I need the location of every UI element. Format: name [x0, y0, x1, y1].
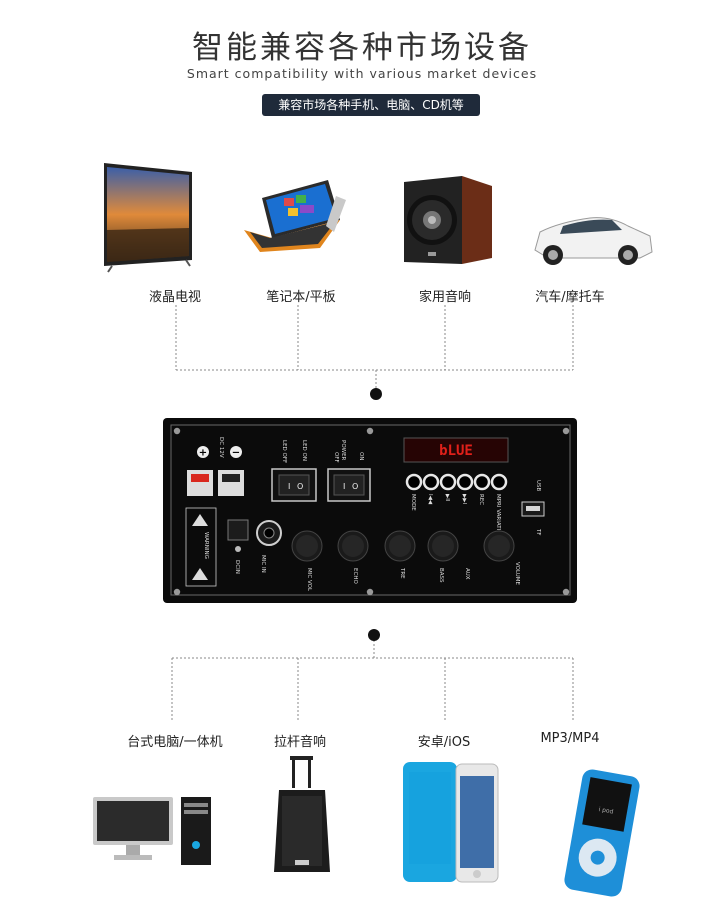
switch-label-on: ON [358, 452, 364, 460]
device-label-phone: 安卓/iOS [417, 735, 471, 750]
knob-label-aux: AUX [464, 568, 470, 580]
svg-text:+: + [199, 448, 207, 459]
desktop-pc-icon [93, 797, 211, 865]
mode-button[interactable] [405, 473, 423, 491]
device-label-car: 汽车/摩托车 [535, 290, 605, 305]
mic-in-label: MIC IN [260, 555, 266, 573]
switch-label-led-off: LED OFF [281, 440, 287, 463]
smartphone-icon [403, 762, 499, 883]
screw-icon [562, 427, 570, 435]
bottom-junction-dot [368, 629, 380, 641]
knobs [291, 530, 515, 562]
button-label-mode: MODE [410, 494, 416, 511]
led-display-text: bLUE [439, 443, 473, 459]
laptop-icon [244, 180, 346, 252]
screw-icon [173, 588, 181, 596]
mic-vol-knob[interactable] [291, 530, 323, 562]
variation-button[interactable] [490, 473, 508, 491]
svg-text:I: I [288, 482, 290, 491]
next-button[interactable] [456, 473, 474, 491]
power-label: DC 12V [218, 437, 224, 458]
knob-label-echo: ECHO [352, 568, 358, 584]
screw-icon [366, 427, 374, 435]
device-label-laptop: 笔记本/平板 [266, 290, 336, 305]
bottom-connector-lines [171, 640, 574, 720]
device-label-desktop: 台式电脑/一体机 [127, 735, 223, 750]
knob-label-tre: TRE [399, 567, 405, 579]
prev-button[interactable] [422, 473, 440, 491]
device-label-tv: 液晶电视 [148, 290, 201, 305]
top-junction-dot [370, 388, 382, 400]
knob-label-bass: BASS [438, 568, 444, 583]
page-subtitle: Smart compatibility with various market … [186, 66, 538, 81]
device-label-speaker: 家用音响 [418, 290, 471, 305]
dc-input-jack [227, 519, 249, 541]
screw-icon [173, 427, 181, 435]
play-pause-button[interactable] [439, 473, 457, 491]
tf-label: TF [535, 528, 541, 536]
knob-label-volume: VOLUME [514, 562, 520, 586]
echo-knob[interactable] [337, 530, 369, 562]
minus-terminal-icon [230, 446, 242, 458]
button-label-variation: MPRI VARIATION [495, 494, 501, 539]
compatibility-badge: 兼容市场各种手机、电脑、CD机等 [262, 94, 480, 116]
dcin-label: DCIN [234, 560, 240, 574]
button-label-prev: I◀◀ [427, 494, 433, 505]
speaker-icon [404, 176, 492, 264]
car-icon [534, 217, 653, 265]
plus-terminal-icon [197, 446, 209, 458]
lcd-tv-icon [104, 163, 192, 273]
switch-label-off: OFF [333, 452, 339, 463]
page-title: 智能兼容各种市场设备 [192, 30, 532, 66]
switch-label-led-on: LED ON [301, 440, 307, 461]
svg-text:i pod: i pod [598, 806, 614, 816]
switch-label-power: POWER [340, 440, 346, 461]
rec-button[interactable] [473, 473, 491, 491]
led-display [403, 437, 509, 463]
warning-label: WARNING [203, 532, 209, 559]
trolley-speaker-icon [274, 756, 330, 872]
button-label-next: ▶▶I [461, 494, 467, 504]
screw-icon [562, 588, 570, 596]
device-label-mp3: MP3/MP4 [540, 731, 600, 746]
volume-knob[interactable] [483, 530, 515, 562]
button-label-play: ▶II [444, 494, 450, 502]
amplifier-board: + − DC 12V WARNING DCIN MIC IN I O I O L… [163, 418, 577, 603]
control-buttons [405, 473, 508, 491]
top-connector-lines [175, 305, 574, 390]
usb-label: USB [535, 480, 541, 492]
board-panel [163, 418, 577, 603]
treble-knob[interactable] [384, 530, 416, 562]
svg-text:I: I [343, 482, 345, 491]
device-label-trolley-speaker: 拉杆音响 [273, 735, 326, 750]
knob-label-mic-vol: MIC VOL [306, 568, 312, 592]
svg-text:O: O [352, 482, 358, 491]
svg-text:O: O [297, 482, 303, 491]
mp3-player-icon: i pod [564, 769, 640, 897]
bass-knob[interactable] [427, 530, 459, 562]
svg-text:−: − [232, 448, 240, 459]
screw-icon [366, 588, 374, 596]
button-label-rec: REC [478, 494, 484, 505]
